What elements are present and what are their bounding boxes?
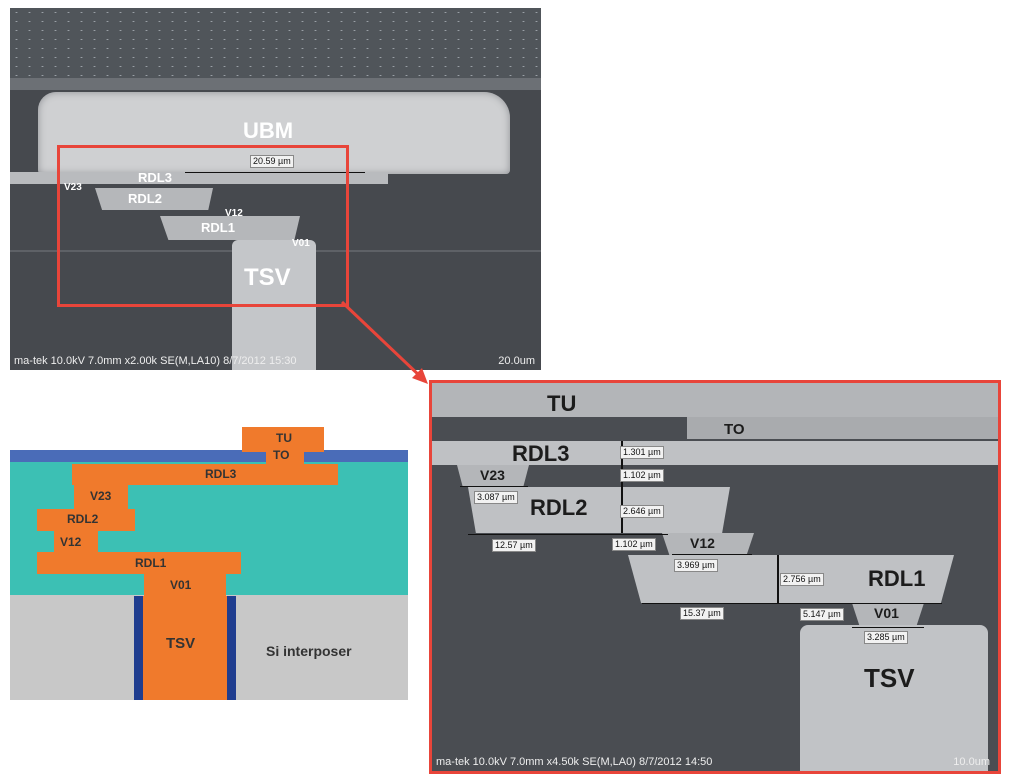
measure-line-horizontal: [460, 486, 528, 487]
to-label: TO: [724, 421, 745, 438]
measure-line-horizontal: [642, 603, 942, 604]
rdl1-label: RDL1: [868, 566, 926, 591]
v01-via: [852, 603, 924, 625]
rdl1-label: RDL1: [135, 556, 167, 570]
rdl1-label: RDL1: [201, 220, 235, 235]
schematic-diagram: TU TO RDL3 V23 RDL2 V12 RDL1 V01 TSV Si …: [10, 425, 408, 700]
v12-via: [54, 531, 98, 553]
scale-value: 10.0um: [953, 756, 990, 768]
v01-label: V01: [874, 605, 899, 621]
measure-arrow: [185, 172, 365, 173]
sem-info-bar: ma-tek 10.0kV 7.0mm x4.50k SE(M,LA0) 8/7…: [432, 753, 998, 771]
rdl1-layer: [160, 216, 300, 240]
v12-label: V12: [225, 208, 243, 219]
measure-1-102-a: 1.102 µm: [620, 469, 664, 482]
to-layer: [687, 417, 998, 439]
rdl3-label: RDL3: [138, 170, 172, 185]
to-label: TO: [273, 448, 290, 462]
v12-via: [662, 533, 754, 555]
tu-label: TU: [547, 391, 577, 416]
measure-12-57: 12.57 µm: [492, 539, 536, 552]
measure-1-301: 1.301 µm: [620, 446, 664, 459]
measure-2-756: 2.756 µm: [780, 573, 824, 586]
rdl1-layer: [37, 552, 241, 574]
tu-label: TU: [276, 431, 292, 445]
tsv-liner-right: [227, 596, 236, 700]
sem-info-text: ma-tek 10.0kV 7.0mm x4.50k SE(M,LA0) 8/7…: [436, 756, 713, 768]
sem-info-bar: ma-tek 10.0kV 7.0mm x2.00k SE(M,LA10) 8/…: [10, 352, 541, 370]
rdl3-layer: [72, 464, 338, 485]
v12-label: V12: [690, 535, 715, 551]
tsv-label: TSV: [166, 635, 196, 652]
v23-via: [457, 465, 529, 487]
measure-line-horizontal: [852, 627, 924, 628]
measure-line-horizontal: [468, 534, 668, 535]
sem-image-zoom: TU TO RDL3 V23 RDL2 V12 RDL1 V01 TSV 1.3…: [429, 380, 1001, 774]
tu-layer: [432, 383, 998, 417]
rdl2-layer: [95, 188, 213, 210]
measure-line-horizontal: [672, 554, 752, 555]
measure-1-102-b: 1.102 µm: [612, 538, 656, 551]
passivation-layer: [10, 450, 408, 462]
rdl2-label: RDL2: [67, 512, 99, 526]
v23-label: V23: [64, 182, 82, 193]
rdl3-label: RDL3: [205, 467, 237, 481]
v01-via: [144, 574, 226, 596]
measure-15-37: 15.37 µm: [680, 607, 724, 620]
tsv-pillar: [800, 625, 988, 771]
to-layer: [266, 450, 304, 464]
tsv-label: TSV: [244, 264, 291, 291]
v23-label: V23: [90, 489, 112, 503]
v01-label: V01: [292, 238, 310, 249]
scale-value: 20.0um: [498, 355, 535, 367]
measure-label-20-59: 20.59 µm: [250, 155, 294, 168]
rdl2-label: RDL2: [128, 191, 162, 206]
zoom-region-box: [57, 145, 349, 307]
measure-5-147: 5.147 µm: [800, 608, 844, 621]
passivation-layer: [10, 8, 541, 78]
v23-label: V23: [480, 467, 505, 483]
measure-line-vertical: [621, 441, 623, 533]
measure-2-646: 2.646 µm: [620, 505, 664, 518]
v01-label: V01: [170, 578, 192, 592]
measure-3-969: 3.969 µm: [674, 559, 718, 572]
layer-band: [10, 78, 541, 90]
rdl3-layer: [432, 441, 998, 465]
tsv-label: TSV: [864, 663, 915, 693]
zoom-connector-arrow: [340, 300, 428, 384]
measure-line-vertical: [777, 555, 779, 603]
rdl2-label: RDL2: [530, 495, 588, 520]
tsv-liner-left: [134, 596, 143, 700]
si-interposer-label: Si interposer: [266, 643, 352, 659]
measure-3-087: 3.087 µm: [474, 491, 518, 504]
rdl3-layer: [10, 172, 388, 184]
sem-image-overview: UBM RDL3 RDL2 V23 RDL1 V12 V01 TSV 20.59…: [10, 8, 541, 370]
tsv-fill: [143, 596, 227, 700]
tu-layer: [242, 427, 324, 452]
rdl2-layer: [37, 509, 135, 531]
v23-via: [74, 485, 128, 509]
v12-label: V12: [60, 535, 82, 549]
sem-info-text: ma-tek 10.0kV 7.0mm x2.00k SE(M,LA10) 8/…: [14, 355, 297, 367]
rdl3-label: RDL3: [512, 441, 570, 466]
ubm-label: UBM: [243, 118, 294, 143]
measure-3-285: 3.285 µm: [864, 631, 908, 644]
